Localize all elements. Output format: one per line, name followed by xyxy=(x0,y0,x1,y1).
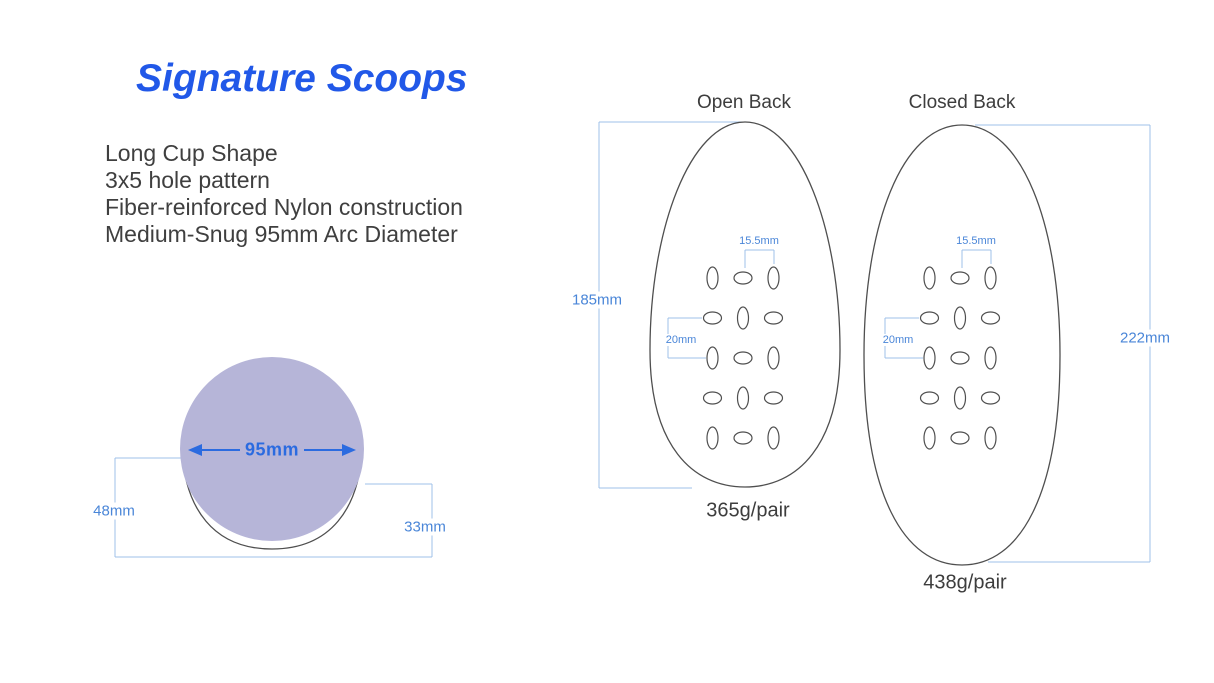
arc-diameter-circle xyxy=(180,357,364,541)
cup-cross-section-outline xyxy=(181,449,363,550)
open-back-length-dimension: 185mm xyxy=(568,291,626,309)
open-back-title: Open Back xyxy=(697,92,791,113)
spec-line-fit: Medium-Snug 95mm Arc Diameter xyxy=(105,221,458,247)
closed-back-length-dimension: 222mm xyxy=(1116,329,1174,347)
page-title: Signature Scoops xyxy=(136,57,468,100)
closed-back-hole-pattern xyxy=(919,266,1001,450)
cup-depth-dimension: 33mm xyxy=(401,518,449,536)
diameter-arrows xyxy=(188,444,356,456)
spec-list: Long Cup Shape 3x5 hole pattern Fiber-re… xyxy=(105,140,463,248)
dimension-lines xyxy=(114,121,1151,563)
open-back-hole-pattern xyxy=(702,266,784,450)
spec-line-holes: 3x5 hole pattern xyxy=(105,167,270,193)
closed-back-title: Closed Back xyxy=(908,92,1016,113)
open-back-hole-col-spacing: 15.5mm xyxy=(737,235,781,247)
cup-height-dimension: 48mm xyxy=(90,502,138,520)
open-back-hole-row-spacing: 20mm xyxy=(663,334,699,346)
open-back-weight: 365g/pair xyxy=(706,499,790,522)
arc-diameter-label: 95mm xyxy=(244,439,300,460)
closed-back-outline xyxy=(863,124,1061,566)
spec-line-shape: Long Cup Shape xyxy=(105,140,278,166)
open-back-outline xyxy=(649,121,841,488)
spec-line-material: Fiber-reinforced Nylon construction xyxy=(105,194,463,220)
closed-back-hole-col-spacing: 15.5mm xyxy=(954,235,998,247)
closed-back-weight: 438g/pair xyxy=(923,571,1007,594)
closed-back-hole-row-spacing: 20mm xyxy=(880,334,916,346)
